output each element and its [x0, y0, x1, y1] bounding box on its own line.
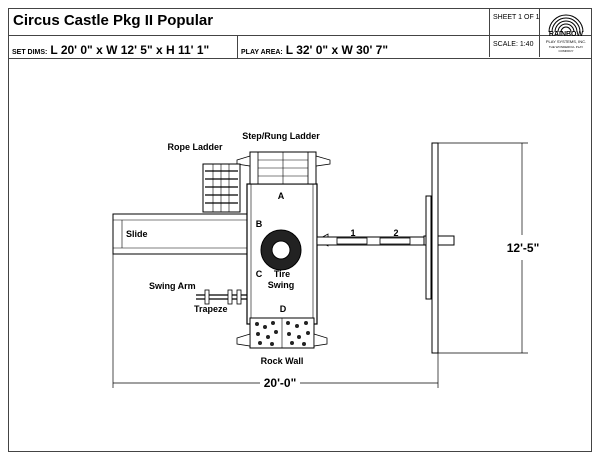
- swing-label: Swing: [268, 280, 295, 290]
- rope-ladder-label: Rope Ladder: [167, 142, 223, 152]
- width-dimension: [438, 142, 528, 354]
- rope-ladder: [202, 163, 241, 213]
- length-dimension-label: 20'-0": [264, 376, 297, 390]
- length-dimension: [112, 254, 439, 388]
- set-dims-label: SET DIMS:: [12, 49, 48, 56]
- step-rung-ladder: [236, 151, 331, 185]
- dims-block-row: SET DIMS:L 20' 0" x W 12' 5" x H 11' 1" …: [9, 36, 591, 59]
- divider: [489, 9, 490, 57]
- slide-label: Slide: [126, 229, 148, 239]
- title-block-row: Circus Castle Pkg II Popular: [9, 9, 591, 36]
- tire-swing-icon: [260, 229, 302, 271]
- drawing-sheet: Circus Castle Pkg II Popular SET DIMS:L …: [8, 8, 592, 452]
- swing-arm-label: Swing Arm: [149, 281, 196, 291]
- play-area: PLAY AREA:L 32' 0" x W 30' 7": [241, 41, 388, 59]
- tire-label: Tire: [274, 269, 290, 279]
- logo-sub: PLAY SYSTEMS, INC.: [545, 39, 587, 44]
- a-frame-legs: [425, 142, 439, 354]
- sheet-number: SHEET 1 OF 1: [493, 14, 540, 21]
- deck-c-label: C: [256, 269, 263, 279]
- deck-d-label: D: [280, 304, 287, 314]
- deck-b-label: B: [256, 219, 263, 229]
- rock-wall-label: Rock Wall: [261, 356, 304, 366]
- rainbow-icon: [548, 14, 584, 33]
- trapeze-label: Trapeze: [194, 304, 228, 314]
- width-dimension-label: 12'-5": [507, 241, 540, 255]
- swing-beam: [316, 233, 455, 247]
- divider: [237, 36, 238, 58]
- play-area-value: L 32' 0" x W 30' 7": [285, 43, 389, 57]
- rock-wall: [236, 317, 328, 349]
- swing-position-2-label: 2: [393, 228, 398, 238]
- drawing-title: Circus Castle Pkg II Popular: [13, 12, 214, 29]
- set-dims: SET DIMS:L 20' 0" x W 12' 5" x H 11' 1": [12, 41, 209, 59]
- set-dims-value: L 20' 0" x W 12' 5" x H 11' 1": [50, 43, 210, 57]
- slide: [112, 213, 249, 255]
- divider: [539, 9, 540, 57]
- play-area-label: PLAY AREA:: [241, 49, 283, 56]
- deck-a-label: A: [278, 191, 285, 201]
- swing-position-1-label: 1: [350, 228, 355, 238]
- logo-name: RAINBOW: [548, 31, 584, 38]
- swing-arm: [196, 289, 247, 305]
- logo-tagline: THE WONDERFUL PLAY COMPANY: [548, 45, 584, 53]
- company-logo: RAINBOW PLAY SYSTEMS, INC. THE WONDERFUL…: [543, 11, 589, 55]
- scale-label: SCALE: 1:40: [493, 41, 534, 48]
- step-rung-ladder-label: Step/Rung Ladder: [242, 131, 320, 141]
